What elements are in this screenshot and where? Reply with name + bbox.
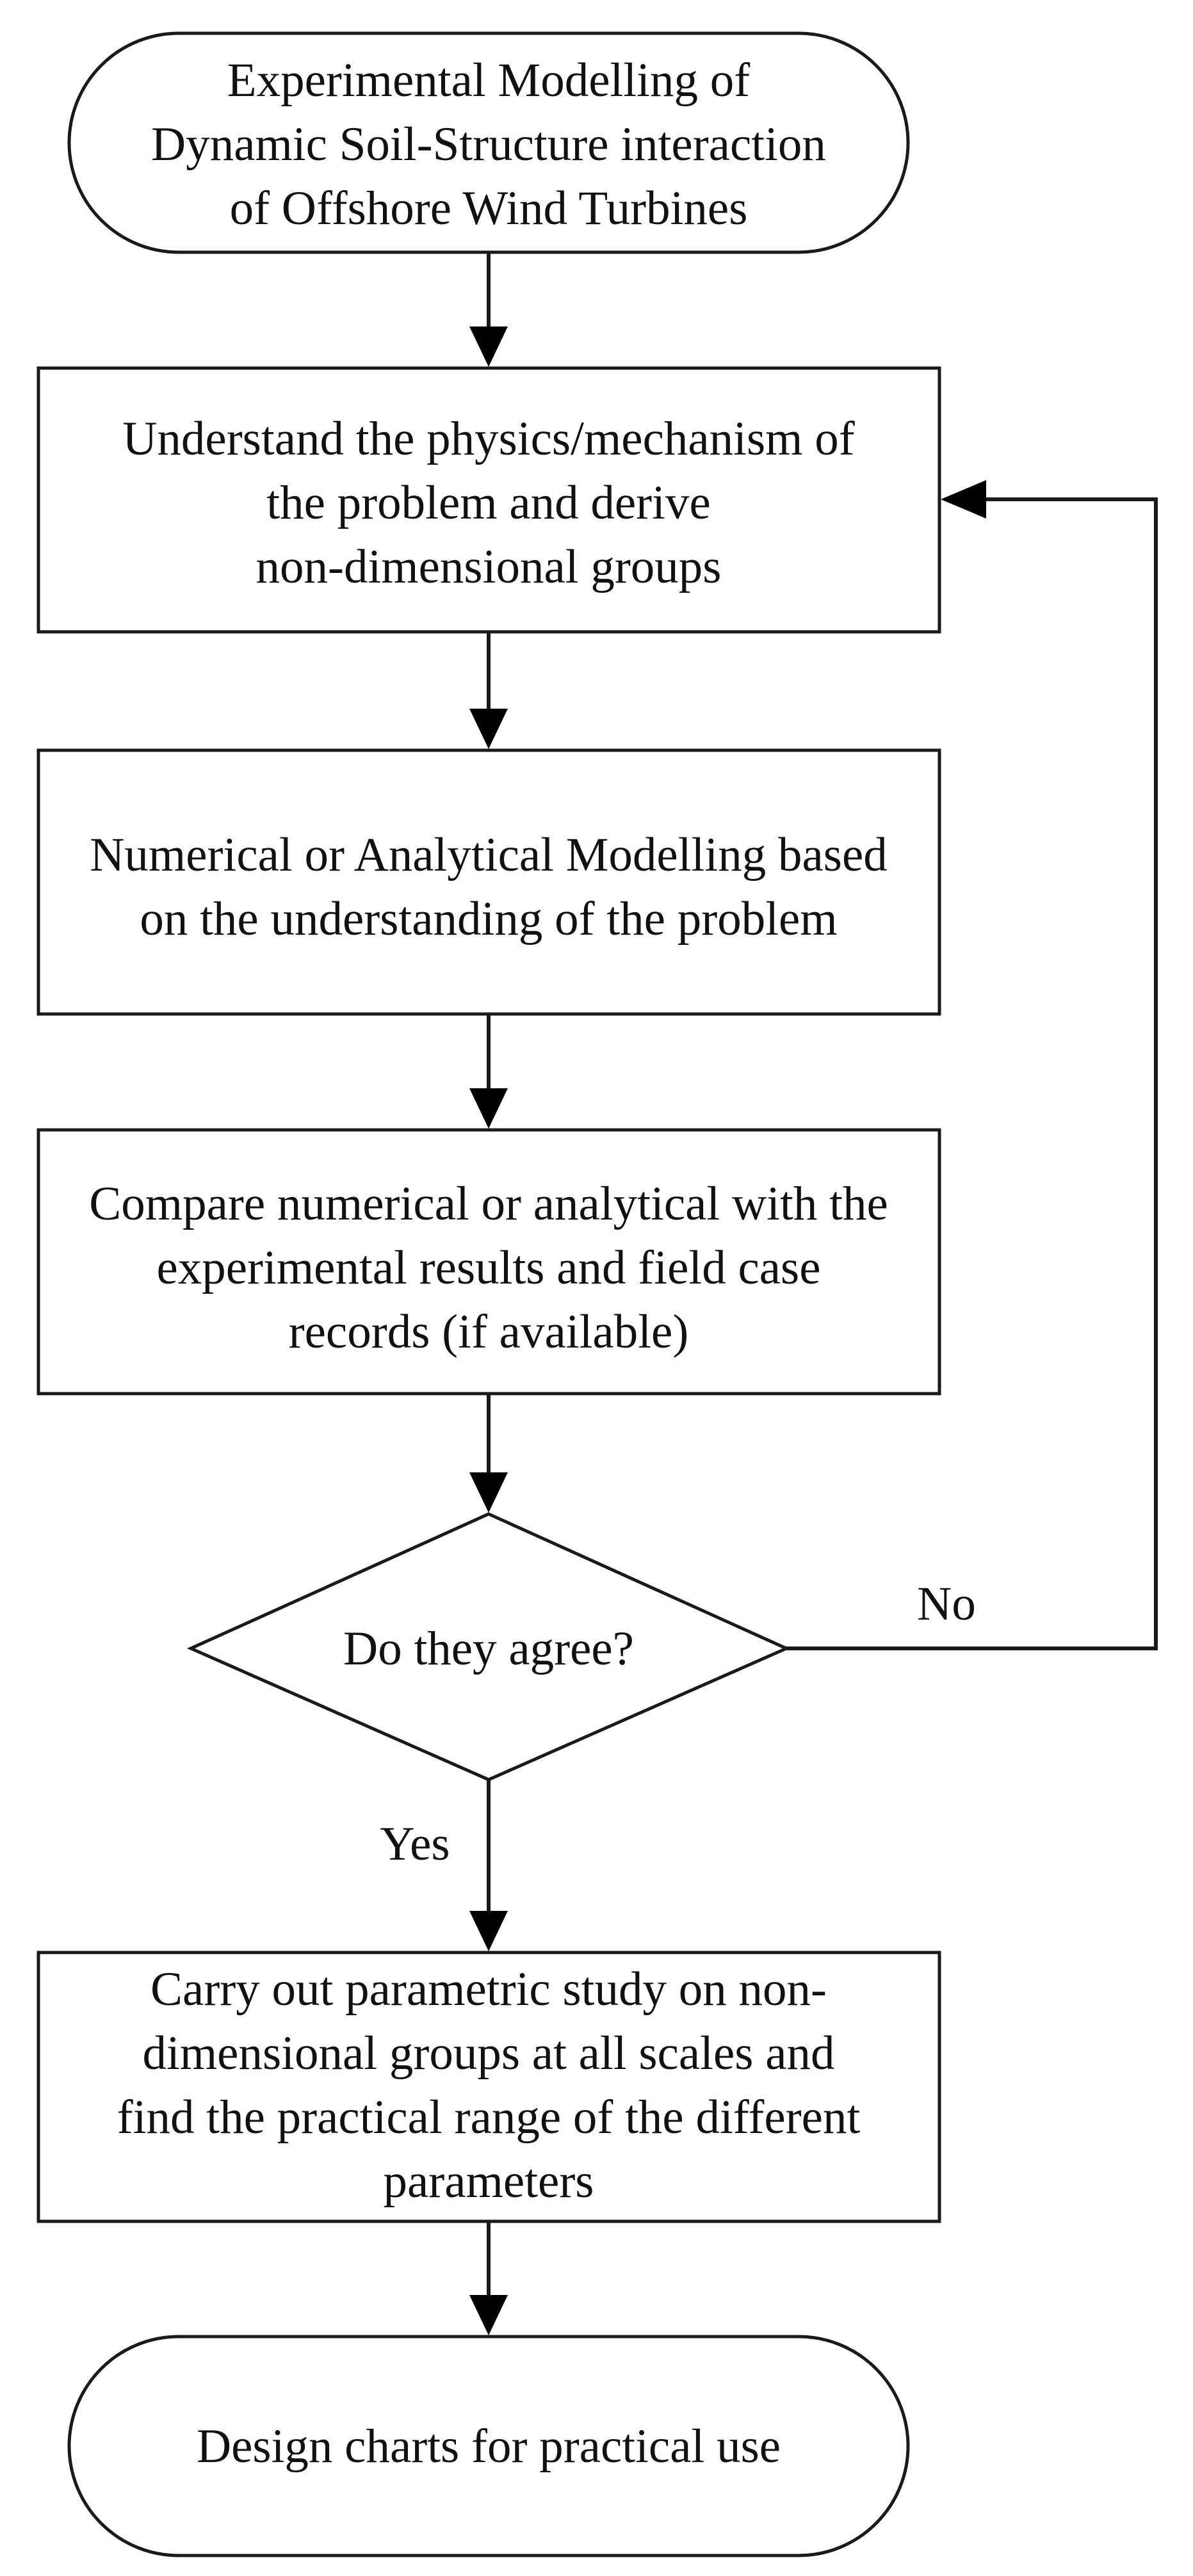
parametric-process-shape [37, 1951, 941, 2223]
arrow-start-to-understand [469, 252, 508, 367]
arrow-understand-to-modelling-head [469, 709, 508, 749]
start-terminal: Experimental Modelling of Dynamic Soil-S… [67, 31, 910, 254]
yes-label: Yes [380, 1817, 450, 1871]
understand-process-line-2: the problem and derive [266, 476, 711, 529]
compare-process-box: Compare numerical or analytical with the… [37, 1128, 941, 1396]
modelling-process-box: Numerical or Analytical Modelling based … [37, 748, 941, 1016]
start-terminal-line-1: Experimental Modelling of [227, 54, 750, 107]
arrow-decision-no-loop-line [786, 497, 1158, 1650]
end-terminal-shape [67, 2335, 910, 2557]
arrow-parametric-to-end [469, 2221, 508, 2335]
parametric-process-line-2: dimensional groups at all scales and [143, 2027, 835, 2080]
decision-diamond-label: Do they agree? [343, 1622, 634, 1675]
parametric-process-box: Carry out parametric study on non- dimen… [37, 1951, 941, 2223]
arrow-decision-yes: Yes [380, 1780, 508, 1951]
decision-diamond: Do they agree? [186, 1512, 791, 1782]
arrow-decision-yes-head [469, 1911, 508, 1951]
compare-process-shape [37, 1128, 941, 1396]
compare-process-line-1: Compare numerical or analytical with the [89, 1177, 888, 1230]
start-terminal-line-3: of Offshore Wind Turbines [230, 182, 748, 235]
end-terminal-label: Design charts for practical use [197, 2420, 781, 2473]
arrow-compare-to-decision-head [469, 1472, 508, 1513]
compare-process-line-3: records (if available) [289, 1305, 689, 1358]
arrow-decision-no-loop-head [941, 480, 986, 519]
understand-process-line-1: Understand the physics/mechanism of [122, 412, 855, 465]
parametric-process-line-4: parameters [384, 2155, 594, 2208]
parametric-process-line-3: find the practical range of the differen… [117, 2091, 861, 2144]
arrow-parametric-to-end-head [469, 2295, 508, 2335]
arrow-decision-no-loop: No [786, 480, 1158, 1650]
start-terminal-line-2: Dynamic Soil-Structure interaction [151, 118, 826, 171]
no-label: No [917, 1577, 976, 1630]
understand-process-shape [37, 366, 941, 634]
end-terminal: Design charts for practical use [67, 2335, 910, 2557]
modelling-process-line-1: Numerical or Analytical Modelling based [90, 828, 887, 881]
arrow-start-to-understand-head [469, 326, 508, 367]
arrow-understand-to-modelling [469, 632, 508, 749]
modelling-process-shape [37, 748, 941, 1016]
arrow-modelling-to-compare [469, 1014, 508, 1129]
understand-process-line-3: non-dimensional groups [256, 540, 721, 593]
modelling-process-line-2: on the understanding of the problem [140, 892, 837, 946]
arrow-modelling-to-compare-head [469, 1088, 508, 1129]
parametric-process-line-1: Carry out parametric study on non- [150, 1963, 827, 2016]
understand-process-box: Understand the physics/mechanism of the … [37, 366, 941, 634]
compare-process-line-2: experimental results and field case [156, 1241, 820, 1294]
arrow-compare-to-decision [469, 1394, 508, 1513]
